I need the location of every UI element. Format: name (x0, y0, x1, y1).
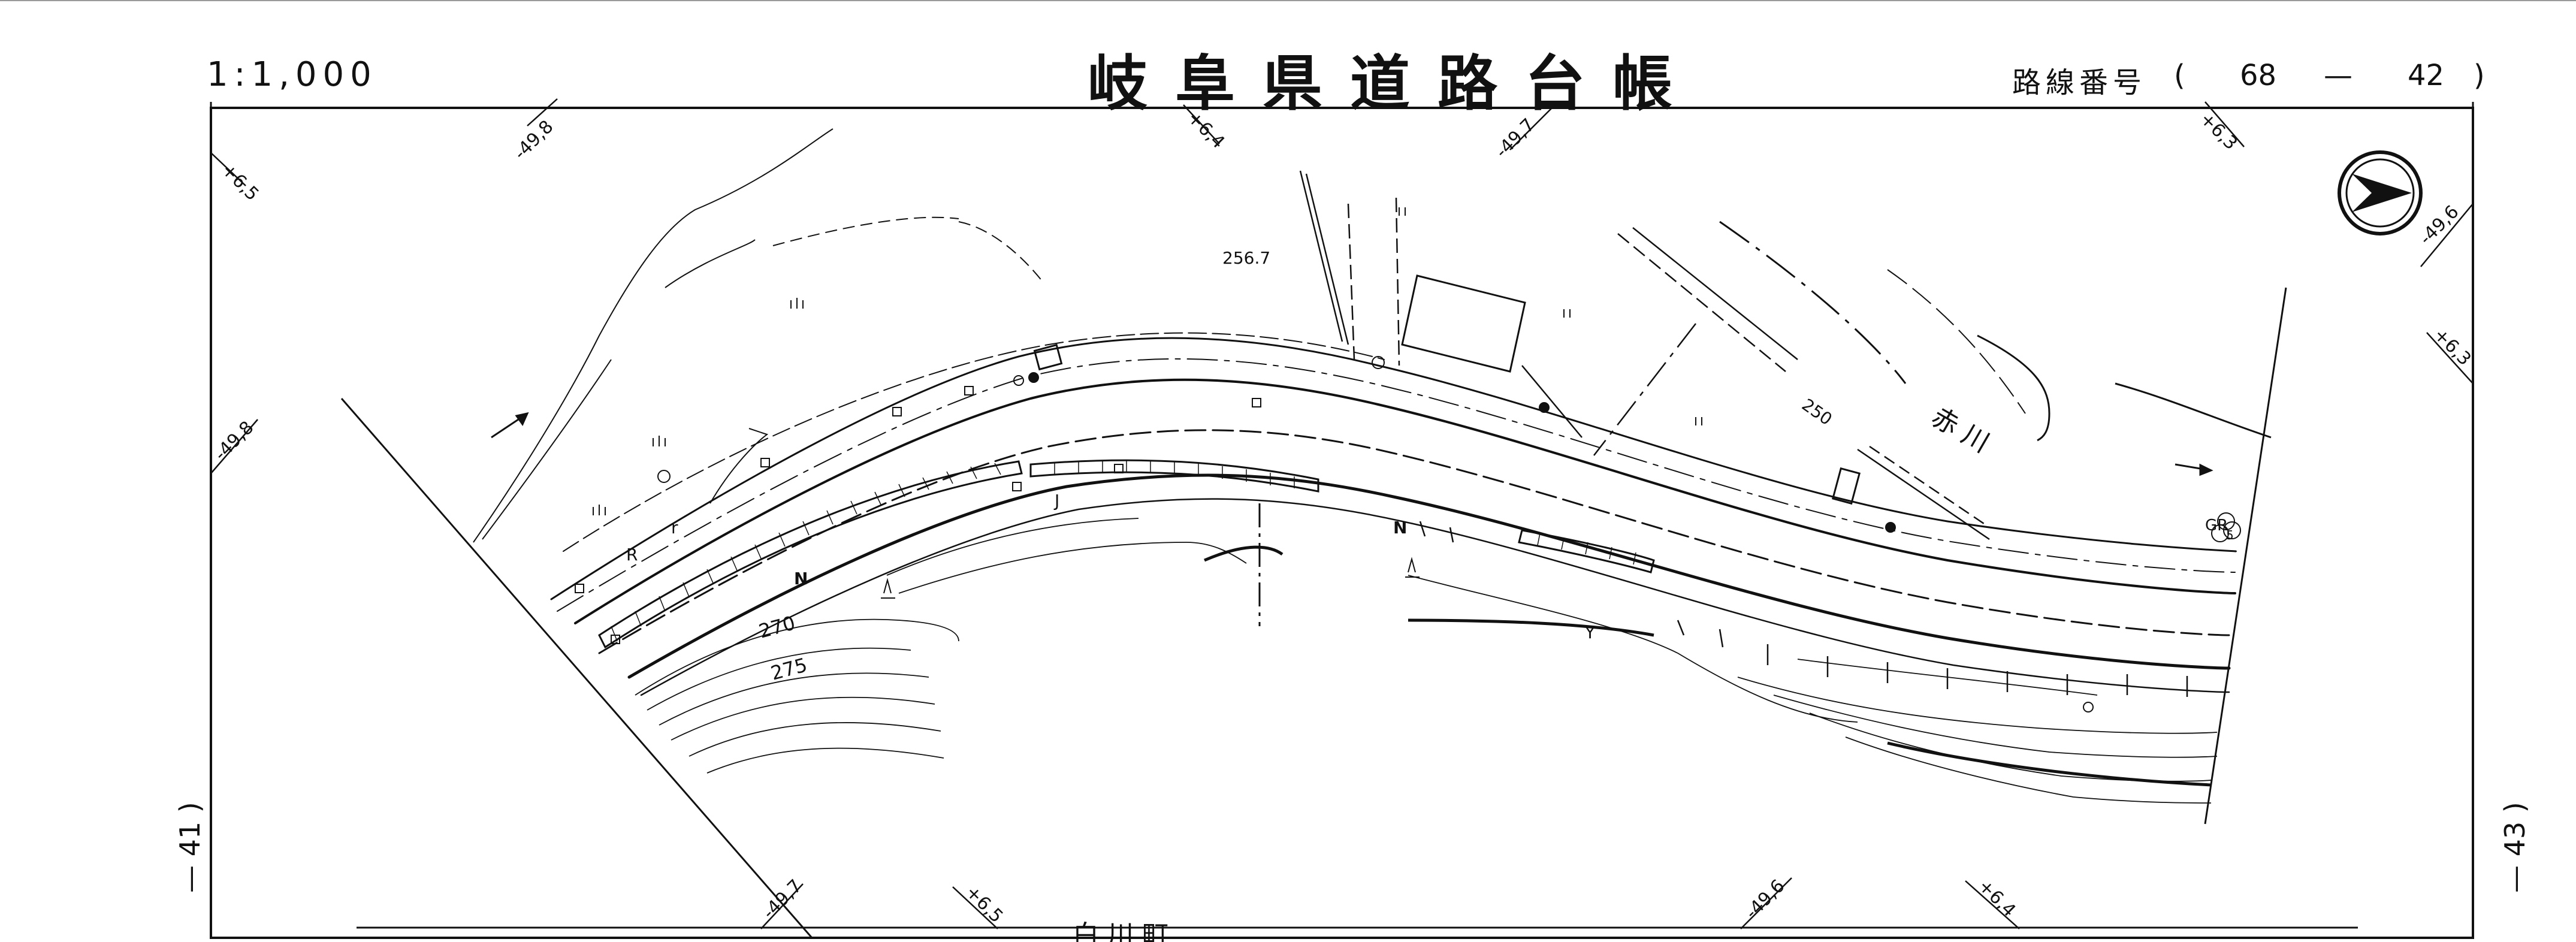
grid-label: -49,7 (759, 875, 807, 923)
contour-label: 275 (768, 653, 810, 685)
route-close-paren: ) (2474, 59, 2485, 92)
town-name-label: 白 川 町 (1073, 920, 1168, 942)
grid-ticks (210, 98, 2474, 929)
sheet-cut-left (340, 398, 813, 938)
slope-edge (1408, 618, 1654, 637)
contour-lines (635, 518, 2218, 804)
utility-markers (575, 356, 2094, 712)
route-number-1: 68 (2240, 59, 2277, 92)
grid-label: -49,8 (510, 116, 558, 164)
tree-clump (2211, 512, 2241, 542)
route-number-label: 路線番号 (2012, 66, 2147, 99)
route-dash: — (2324, 59, 2352, 92)
map-symbol: J (1053, 491, 1059, 511)
small-building (1831, 467, 1861, 505)
property-lines (1299, 170, 1990, 541)
adjacent-sheet-right: — 43 ) (2499, 802, 2531, 893)
river-channel (1719, 221, 2272, 442)
grid-label: +6,3 (2196, 108, 2241, 154)
river-name-label: 赤 川 (1926, 401, 1995, 458)
grid-label: +6,5 (961, 881, 1007, 927)
road-alignment (550, 332, 2237, 696)
flow-arrow-icon (491, 412, 2213, 476)
frame-ticks (210, 102, 2474, 108)
grid-label: +6,4 (1974, 875, 2019, 921)
map-symbol: Y (1584, 623, 1596, 642)
small-building (1033, 343, 1063, 371)
terrain-lines (473, 128, 1043, 543)
sheet-top-rule (0, 0, 2576, 1)
north-arrow-icon (2338, 150, 2423, 236)
scale-label: 1:1,000 (207, 55, 378, 94)
elevation-label: 256.7 (1222, 248, 1270, 268)
contour-label: 250 (1798, 395, 1836, 430)
grid-label: +6,4 (1183, 107, 1228, 153)
slope-hachures (1419, 521, 2188, 697)
retaining-wall (598, 459, 1655, 649)
building (1401, 274, 1526, 373)
map-symbol: R (626, 545, 638, 564)
slope-edge (1887, 741, 2212, 787)
grid-label: -49,7 (1491, 114, 1539, 162)
grid-label: +6,3 (2429, 324, 2475, 370)
contour-label: 270 (756, 611, 798, 643)
map-frame (210, 107, 2474, 939)
grid-label: -49,8 (210, 417, 258, 465)
map-symbol: N (1393, 518, 1407, 538)
route-number-2: 42 (2408, 59, 2445, 92)
slope-edge (1204, 545, 1284, 562)
sheet-cut-right (2204, 287, 2287, 825)
grid-label: -49,6 (1741, 875, 1789, 923)
map-symbol: r (671, 518, 678, 538)
route-number: 路線番号 ( 68 — 42 ) (2012, 59, 2485, 101)
map-symbol: N (794, 569, 808, 588)
vegetation-symbols (593, 207, 1702, 599)
adjacent-sheet-left: — 41 ) (174, 802, 206, 893)
route-open-paren: ( (2174, 59, 2185, 92)
